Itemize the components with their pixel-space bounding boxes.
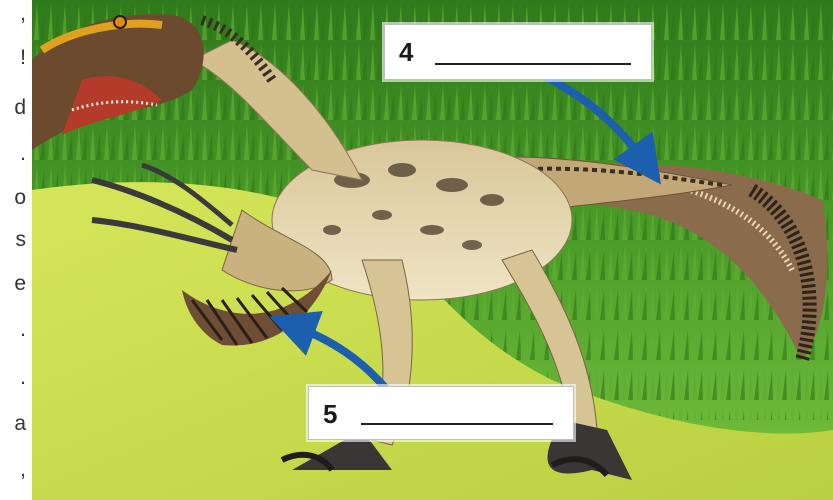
text-fragment: . bbox=[20, 366, 26, 390]
text-fragment: , bbox=[20, 2, 26, 26]
answer-blank-5[interactable] bbox=[361, 423, 553, 425]
answer-blank-4[interactable] bbox=[435, 63, 631, 65]
label-number: 5 bbox=[323, 399, 337, 430]
cut-off-text-column: , ! d . o s e . . a , bbox=[0, 0, 32, 500]
text-fragment: s bbox=[16, 228, 27, 252]
label-box-5: 5 bbox=[308, 386, 574, 440]
label-number: 4 bbox=[399, 37, 413, 68]
text-fragment: . bbox=[20, 318, 26, 342]
text-fragment: o bbox=[14, 186, 26, 210]
text-fragment: ! bbox=[20, 46, 26, 70]
text-fragment: a bbox=[14, 412, 26, 436]
text-fragment: d bbox=[14, 96, 26, 120]
dinosaur-illustration: 4 5 bbox=[32, 0, 833, 500]
text-fragment: e bbox=[14, 272, 26, 296]
eye-icon bbox=[114, 16, 126, 28]
text-fragment: . bbox=[20, 142, 26, 166]
text-fragment: , bbox=[20, 458, 26, 482]
label-box-4: 4 bbox=[384, 24, 652, 80]
